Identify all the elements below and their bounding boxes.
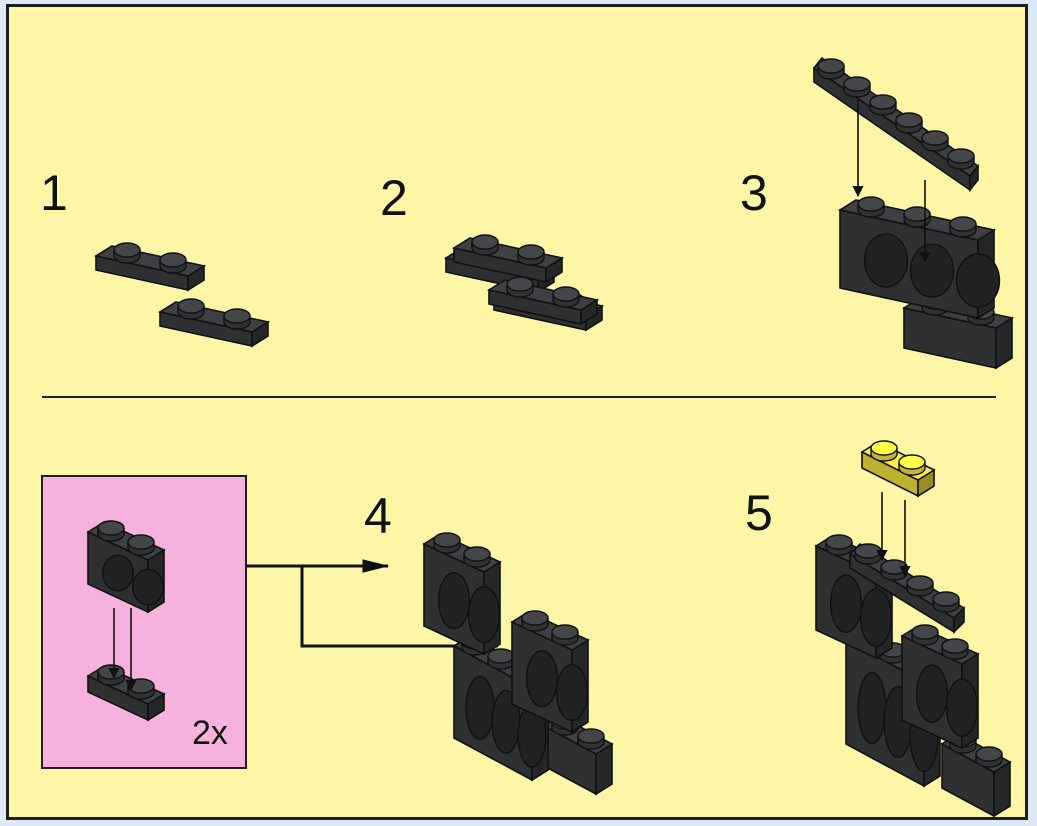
step-4-assembly [424,533,612,794]
step5-base-plate [942,733,1010,816]
subassembly-multiplier: 2x [192,714,228,752]
step-number-1: 1 [40,165,68,221]
step-number-2: 2 [380,170,408,226]
step-2-assembly [446,235,602,330]
plate-1x2-a [96,243,204,290]
step-number-4: 4 [364,488,392,544]
brick-1x3-with-holes [840,197,999,318]
plate-1x2-b [160,299,268,346]
step-number-3: 3 [740,165,768,221]
step-number-5: 5 [745,485,773,541]
yellow-plate-1x2 [862,441,934,496]
step4-sub-left [424,533,500,654]
plate-1x6 [814,58,978,190]
step-1-parts [96,243,268,346]
step-5-assembly [816,441,1010,816]
step-3-assembly [814,58,1012,368]
